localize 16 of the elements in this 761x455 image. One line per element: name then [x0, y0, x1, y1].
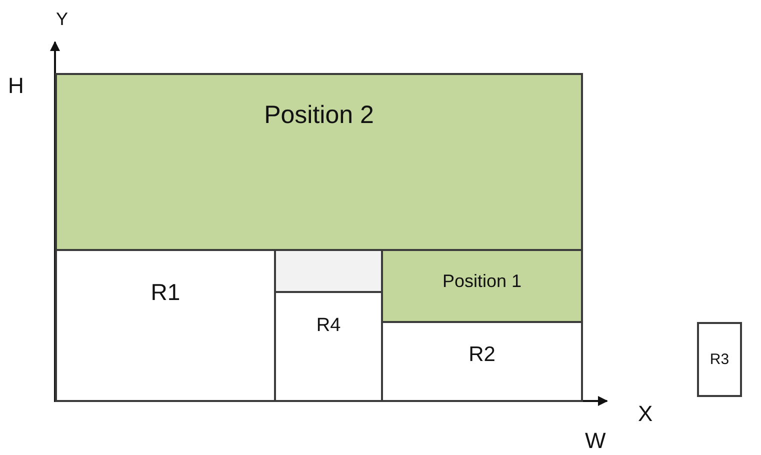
rectangle-label: Position 2 [264, 102, 374, 130]
placed-rectangle [55, 249, 276, 402]
placement-area [381, 249, 583, 323]
axis-label: Y [56, 10, 68, 28]
unplaced-rectangle [697, 322, 742, 397]
axis-label: X [638, 403, 653, 425]
placed-rectangle [381, 321, 583, 402]
free-space [274, 249, 383, 293]
rectangle-label: Position 1 [442, 272, 522, 292]
dimension-label: W [585, 430, 606, 452]
rectangle-label: R3 [710, 352, 730, 368]
rectangle-label: R1 [150, 280, 180, 306]
rectangle-label: R2 [468, 343, 496, 366]
placement-area [55, 73, 583, 251]
rectangle-label: R4 [316, 316, 341, 337]
dimension-label: H [8, 75, 24, 97]
